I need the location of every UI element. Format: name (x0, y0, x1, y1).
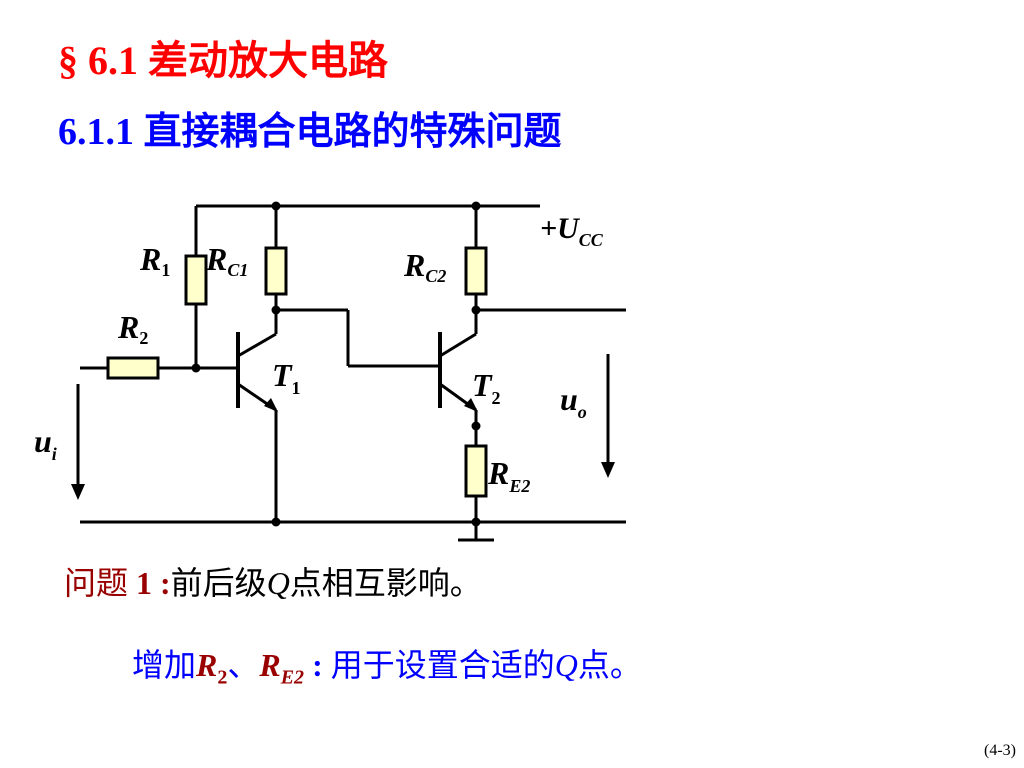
resistor-rc2 (464, 246, 488, 296)
resistor-rc1 (264, 246, 288, 296)
problem-number: 1 : (136, 565, 171, 601)
solution-re2: RE2 (259, 647, 305, 689)
label-ui: ui (34, 423, 57, 464)
resistor-r2 (106, 356, 160, 380)
problem-text-b: 点相互影响。 (289, 565, 482, 601)
problem-text-a: 前后级 (170, 565, 267, 601)
solution-colon: : (304, 647, 331, 683)
label-ucc: +UCC (540, 212, 604, 250)
label-rc2: RC2 (403, 247, 446, 286)
label-t2: T2 (472, 367, 501, 408)
solution-text-b: 点。 (577, 647, 642, 683)
label-re2: RE2 (487, 455, 530, 496)
solution-prefix: 增加 (132, 647, 197, 683)
section-subtitle: 6.1.1 直接耦合电路的特殊问题 (58, 111, 562, 153)
page-number: (4-3) (984, 742, 1016, 759)
label-t1: T1 (272, 357, 301, 398)
solution-r2: R2 (196, 647, 228, 689)
solution-sep: 、 (227, 647, 260, 683)
solution-text-a: 用于设置合适的 (330, 647, 555, 683)
label-uo: uo (560, 381, 587, 422)
problem-label: 问题 (64, 565, 129, 601)
solution-q: Q (554, 647, 578, 683)
label-rc1: RC1 (205, 241, 248, 280)
problem-q: Q (266, 565, 290, 601)
resistor-re2 (464, 444, 488, 498)
problem-statement: 问题 1 :前后级Q点相互影响。 (64, 558, 482, 604)
solution-statement: 增加R2、RE2 : 用于设置合适的Q点。 (132, 640, 642, 689)
resistor-r1 (184, 254, 208, 306)
page-title: § 6.1 差动放大电路 (58, 38, 388, 83)
label-r1: R1 (139, 241, 170, 280)
label-r2: R2 (117, 309, 148, 348)
